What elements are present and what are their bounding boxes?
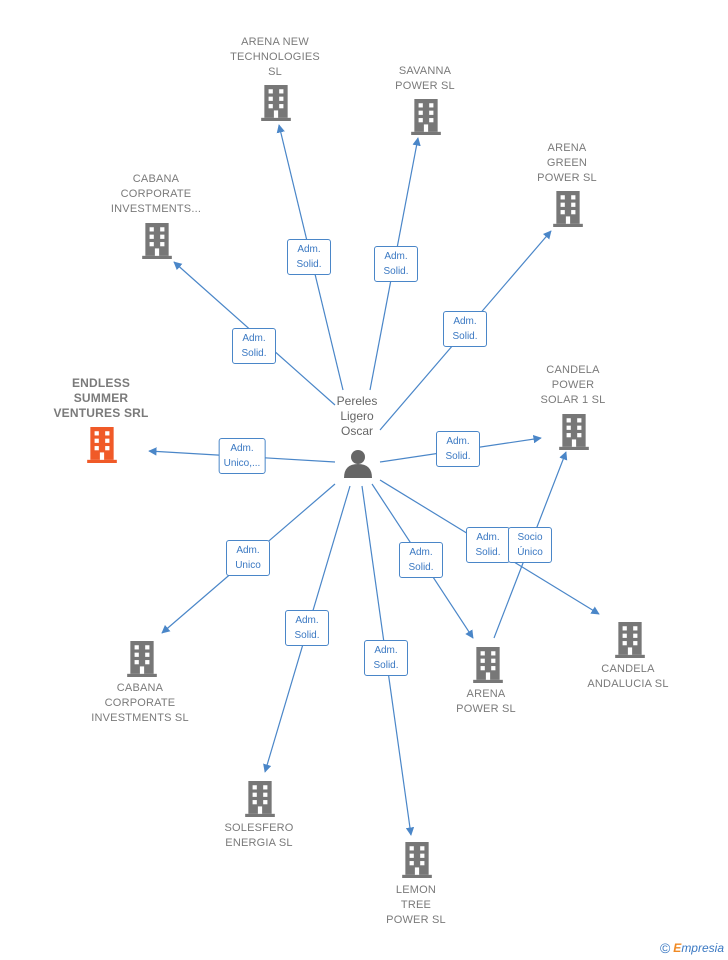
building-icon-endless-summer[interactable] (87, 427, 117, 463)
edge-label-solesfero-energia[interactable]: Adm. Solid. (285, 610, 329, 646)
edge-label-arena-new-technologies[interactable]: Adm. Solid. (287, 239, 331, 275)
brand-logo: Empresia (673, 941, 724, 955)
building-icon-cabana-corporate-bottom[interactable] (127, 641, 157, 677)
node-label-candela-andalucia[interactable]: CANDELA ANDALUCIA SL (587, 663, 669, 690)
building-icon-savanna-power[interactable] (411, 99, 441, 135)
building-icon-arena-power[interactable] (473, 647, 503, 683)
node-label-solesfero-energia[interactable]: SOLESFERO ENERGIA SL (224, 822, 294, 849)
edge-label-candela-andalucia[interactable]: Adm. Solid. (466, 527, 510, 563)
node-label-lemon-tree-power[interactable]: LEMON TREE POWER SL (386, 884, 446, 926)
edge-label-arena-green-power[interactable]: Adm. Solid. (443, 311, 487, 347)
edge-label-candela-power-solar[interactable]: Adm. Solid. (436, 431, 480, 467)
building-icon-candela-andalucia[interactable] (615, 622, 645, 658)
person-icon[interactable] (344, 450, 372, 478)
node-label-arena-new-technologies[interactable]: ARENA NEW TECHNOLOGIES SL (230, 36, 320, 78)
footer-brand: © Empresia (660, 940, 724, 956)
edge-label-lemon-tree-power[interactable]: Adm. Solid. (364, 640, 408, 676)
building-icon-solesfero-energia[interactable] (245, 781, 275, 817)
edge-label-cabana-corporate-top[interactable]: Adm. Solid. (232, 328, 276, 364)
node-label-cabana-corporate-top[interactable]: CABANA CORPORATE INVESTMENTS... (110, 173, 202, 215)
node-label-endless-summer[interactable]: ENDLESS SUMMER VENTURES SRL (53, 376, 149, 420)
edge-label-cabana-corporate-bottom[interactable]: Adm. Unico (226, 540, 270, 576)
node-label-arena-green-power[interactable]: ARENA GREEN POWER SL (537, 142, 597, 184)
edge-label-savanna-power[interactable]: Adm. Solid. (374, 246, 418, 282)
node-label-savanna-power[interactable]: SAVANNA POWER SL (395, 65, 455, 92)
building-icon-candela-power-solar[interactable] (559, 414, 589, 450)
node-label-candela-power-solar[interactable]: CANDELA POWER SOLAR 1 SL (540, 364, 606, 406)
node-label-cabana-corporate-bottom[interactable]: CABANA CORPORATE INVESTMENTS SL (91, 682, 189, 724)
building-icon-lemon-tree-power[interactable] (402, 842, 432, 878)
node-label-arena-power[interactable]: ARENA POWER SL (456, 688, 516, 715)
copyright-icon: © (659, 940, 671, 956)
edge-label-endless-summer[interactable]: Adm. Unico,... (218, 438, 266, 474)
edge-label-arena-power[interactable]: Adm. Solid. (399, 542, 443, 578)
center-person-label[interactable]: Pereles Ligero Oscar (336, 394, 378, 438)
building-icon-arena-new-technologies[interactable] (261, 85, 291, 121)
edge-label-socio[interactable]: Socio Único (508, 527, 552, 563)
building-icon-arena-green-power[interactable] (553, 191, 583, 227)
building-icon-cabana-corporate-top[interactable] (142, 223, 172, 259)
